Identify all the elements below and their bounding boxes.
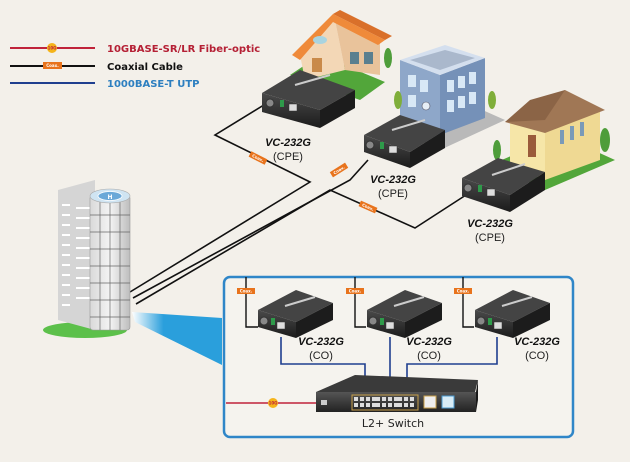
- fiber-badge-text: 10G: [269, 401, 278, 406]
- co-3-role-label: (CO): [525, 350, 549, 362]
- legend-item-utp: 1000BASE-T UTP: [10, 79, 199, 90]
- cpe-device-3: [462, 158, 545, 212]
- switch-label: L2+ Switch: [362, 417, 424, 430]
- cpe-3-model-label: VC-232G: [467, 218, 513, 230]
- cpe-3-role-label: (CPE): [475, 232, 505, 244]
- house-icon: [290, 10, 392, 100]
- sfp-plus-port-block: [441, 395, 455, 409]
- coax-tag-text: Coax.: [46, 63, 59, 68]
- co-device-1: [258, 290, 333, 338]
- svg-text:Coax.: Coax.: [240, 289, 253, 294]
- coax-tag-icon: [43, 62, 62, 69]
- cpe-1-model-label: VC-232G: [265, 137, 311, 149]
- co-2-role-label: (CO): [417, 350, 441, 362]
- co-1-model-label: VC-232G: [298, 336, 344, 348]
- co-2-model-label: VC-232G: [406, 336, 452, 348]
- coax-cable-cpe-2: [132, 159, 369, 299]
- cpe-device-2: [364, 115, 445, 168]
- svg-text:Coax.: Coax.: [251, 153, 265, 163]
- cpe-device-1: [262, 70, 355, 128]
- cpe-2-role-label: (CPE): [378, 188, 408, 200]
- cpe-2-model-label: VC-232G: [370, 174, 416, 186]
- coax-tags-cpe: Coax. Coax. Coax.: [248, 151, 378, 214]
- helipad-icon: H: [107, 194, 112, 201]
- coax-tag: Coax.: [329, 162, 349, 178]
- co-device-3: [475, 290, 550, 338]
- legend-label-fiber: 10GBASE-SR/LR Fiber-optic: [107, 44, 260, 55]
- coax-tag: Coax.: [237, 288, 255, 294]
- sfp-port-block: [423, 395, 437, 409]
- legend: 10G 10GBASE-SR/LR Fiber-optic Coax. Coax…: [10, 43, 260, 90]
- svg-text:Coax.: Coax.: [332, 164, 346, 175]
- svg-text:Coax.: Coax.: [349, 289, 362, 294]
- zoom-beam: [132, 312, 222, 365]
- co-device-2: [367, 290, 442, 338]
- console-port: [321, 400, 327, 405]
- l2-switch: [316, 375, 478, 412]
- legend-item-coax: Coax. Coaxial Cable: [10, 62, 183, 73]
- legend-item-fiber: 10G 10GBASE-SR/LR Fiber-optic: [10, 43, 260, 55]
- coax-tag: Coax.: [358, 200, 378, 214]
- legend-label-coax: Coaxial Cable: [107, 62, 183, 73]
- tower-building-icon: H: [43, 180, 131, 338]
- co-1-role-label: (CO): [309, 350, 333, 362]
- fiber-badge-icon: [268, 398, 278, 408]
- coax-cable-cpe-1: [129, 99, 312, 293]
- rj45-port-block: [351, 394, 419, 411]
- fiber-badge-text: 10G: [48, 46, 57, 51]
- cpe-1-role-label: (CPE): [273, 151, 303, 163]
- fiber-badge-icon: [47, 43, 57, 53]
- co-coax-tags: Coax. Coax. Coax.: [237, 288, 472, 294]
- svg-text:Coax.: Coax.: [457, 289, 470, 294]
- legend-label-utp: 1000BASE-T UTP: [107, 79, 199, 90]
- coax-tag: Coax.: [248, 151, 268, 165]
- svg-text:Coax.: Coax.: [361, 202, 375, 212]
- coax-tag: Coax.: [454, 288, 472, 294]
- coax-tag: Coax.: [346, 288, 364, 294]
- co-3-model-label: VC-232G: [514, 336, 560, 348]
